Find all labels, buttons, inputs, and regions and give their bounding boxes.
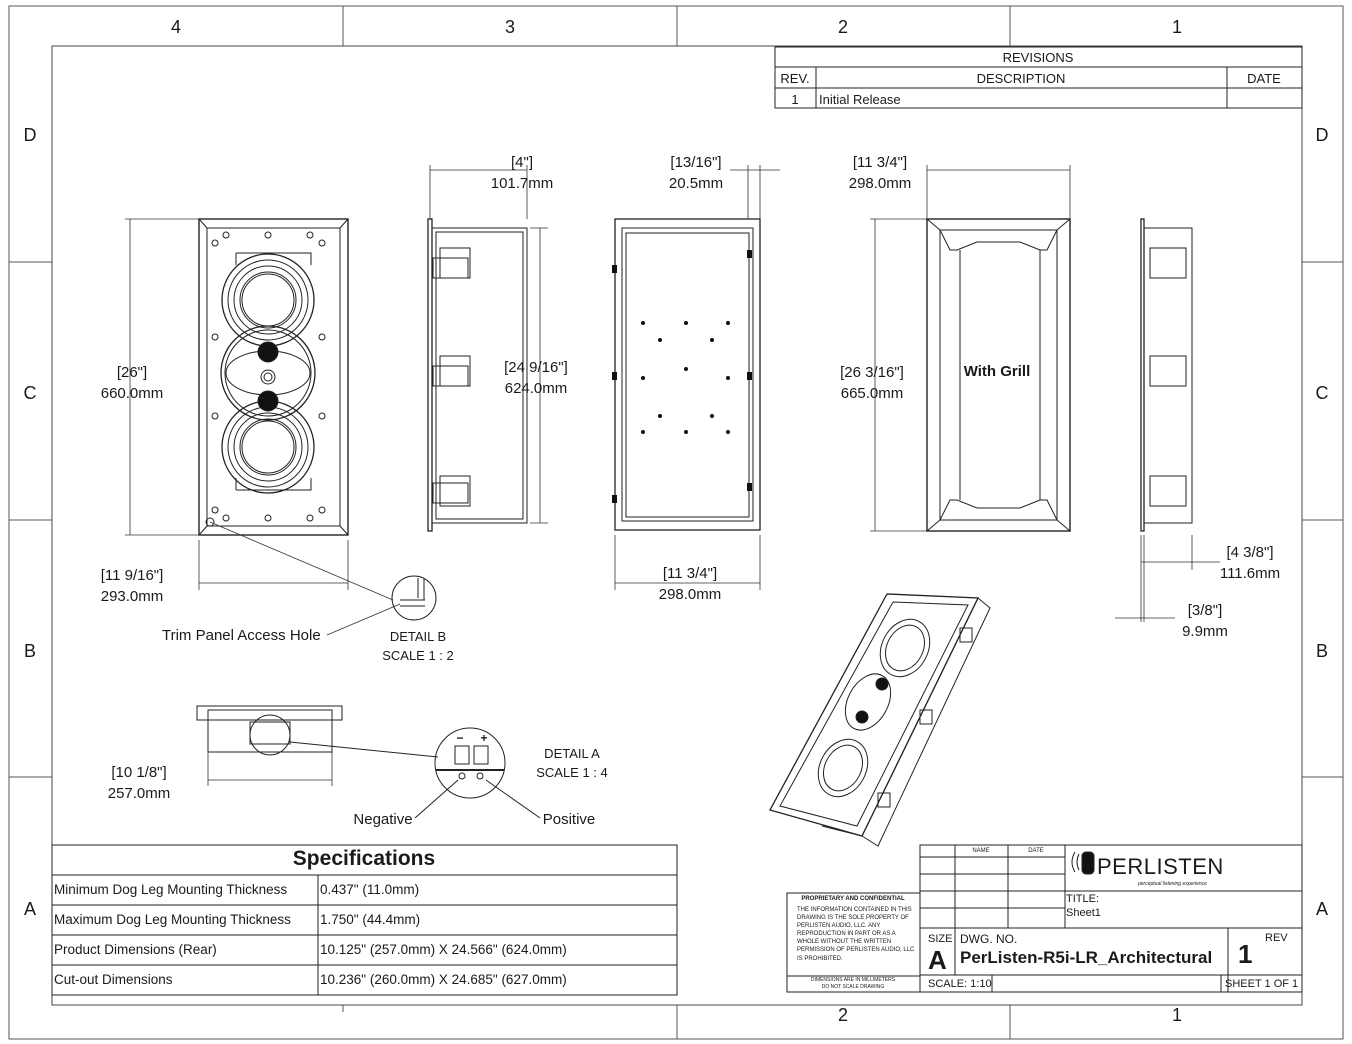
rev-value: 1	[1238, 939, 1253, 969]
revisions-title: REVISIONS	[1002, 50, 1074, 65]
detail-a-label: DETAIL A	[544, 746, 600, 761]
zone-label-right: A	[1315, 899, 1329, 919]
dimensions-note: DIMENSIONS ARE IN MILLIMETERS	[810, 977, 896, 983]
dim-width-front-imperial: [11 9/16"]	[100, 567, 164, 584]
dim-height-grill-metric: 665.0mm	[840, 385, 904, 402]
revisions-header-date: DATE	[1247, 71, 1281, 86]
zone-dividers	[9, 6, 1343, 1039]
sheet-value: SHEET 1 OF 1	[1225, 978, 1299, 990]
zone-label-bottom: 2	[837, 1005, 849, 1025]
isometric-view	[769, 593, 991, 847]
revisions-table-lines	[774, 46, 1303, 109]
zone-label-left: D	[23, 125, 37, 145]
name-header: NAME	[972, 848, 990, 854]
dim-side-depth-metric: 111.6mm	[1219, 565, 1281, 582]
detail-b-label: DETAIL B	[389, 629, 447, 644]
dim-bottom-width-imperial: [10 1/8"]	[111, 764, 167, 781]
detail-b-scale: SCALE 1 : 2	[382, 648, 454, 663]
perlisten-logo-mark	[1071, 851, 1095, 875]
logo-text: PERLISTEN	[1097, 854, 1224, 879]
plus-symbol: +	[480, 731, 488, 745]
spec-value: 1.750" (44.4mm)	[320, 912, 421, 927]
dim-depth-metric: 101.7mm	[490, 175, 554, 192]
dim-flange-metric: 20.5mm	[668, 175, 724, 192]
zone-label-right: C	[1315, 383, 1329, 403]
dim-flange-thickness-imperial: [3/8"]	[1187, 602, 1223, 619]
outer-border	[8, 5, 1344, 1040]
zone-label-top: 2	[837, 17, 849, 37]
dim-height-front-metric: 660.0mm	[100, 385, 164, 402]
logo-tagline: perceptual listening experience	[1138, 881, 1207, 887]
specifications-title: Specifications	[292, 847, 436, 870]
trim-panel-access-hole-label: Trim Panel Access Hole	[162, 627, 321, 644]
dim-height-front-imperial: [26"]	[116, 364, 148, 381]
zone-label-right: D	[1315, 125, 1329, 145]
dim-width-grill-metric: 298.0mm	[848, 175, 912, 192]
zone-label-left: C	[23, 383, 37, 403]
detail-a-scale: SCALE 1 : 4	[536, 765, 608, 780]
dim-side-depth-imperial: [4 3/8"]	[1226, 544, 1274, 561]
detail-b	[391, 575, 437, 621]
minus-symbol: −	[456, 731, 464, 745]
dwg-no-label: DWG. NO.	[960, 932, 1018, 946]
revision-row-rev: 1	[791, 92, 799, 107]
negative-label: Negative	[353, 811, 413, 828]
spec-value: 10.236" (260.0mm) X 24.685" (627.0mm)	[320, 972, 567, 987]
title-label: TITLE:	[1066, 893, 1100, 905]
dim-width-rear-imperial: [11 3/4"]	[662, 565, 718, 582]
spec-label: Maximum Dog Leg Mounting Thickness	[54, 912, 291, 927]
date-header: DATE	[1028, 848, 1044, 854]
dim-height-side-imperial: [24 9/16"]	[504, 359, 568, 376]
zone-label-top: 1	[1171, 17, 1183, 37]
revisions-header-rev: REV.	[780, 71, 810, 86]
positive-label: Positive	[542, 811, 596, 828]
spec-value: 0.437" (11.0mm)	[320, 882, 420, 897]
specifications-table-lines	[51, 844, 678, 996]
grill-view	[926, 218, 1071, 532]
zone-label-left: B	[23, 641, 37, 661]
zone-label-top: 4	[170, 17, 182, 37]
proprietary-text: THE INFORMATION CONTAINED IN THIS DRAWIN…	[797, 907, 915, 962]
detail-a	[414, 727, 541, 819]
dim-width-grill-imperial: [11 3/4"]	[852, 154, 908, 171]
front-view	[198, 218, 349, 536]
dimension-lines	[125, 165, 1220, 786]
dim-bottom-width-metric: 257.0mm	[107, 785, 171, 802]
zone-label-right: B	[1315, 641, 1329, 661]
scale-value: SCALE: 1:10	[928, 978, 992, 990]
dim-height-side-metric: 624.0mm	[504, 380, 568, 397]
spec-label: Minimum Dog Leg Mounting Thickness	[54, 882, 288, 897]
spec-value: 10.125" (257.0mm) X 24.566" (624.0mm)	[320, 942, 567, 957]
right-side-view	[1140, 218, 1193, 532]
title-block-lines	[786, 844, 1303, 993]
dim-flange-thickness-metric: 9.9mm	[1182, 623, 1228, 640]
with-grill-label: With Grill	[963, 363, 1031, 380]
dim-depth-imperial: [4"]	[510, 154, 534, 171]
dim-height-grill-imperial: [26 3/16"]	[840, 364, 904, 381]
scale-note: DO NOT SCALE DRAWING	[821, 984, 885, 990]
rear-view	[612, 218, 761, 531]
size-label: SIZE	[928, 933, 953, 945]
zone-label-top: 3	[504, 17, 516, 37]
dim-width-front-metric: 293.0mm	[100, 588, 164, 605]
spec-label: Product Dimensions (Rear)	[54, 942, 217, 957]
revisions-header-description: DESCRIPTION	[976, 71, 1066, 86]
zone-label-left: A	[23, 899, 37, 919]
dim-flange-imperial: [13/16"]	[670, 154, 722, 171]
spec-label: Cut-out Dimensions	[54, 972, 173, 987]
proprietary-title: PROPRIETARY AND CONFIDENTIAL	[801, 896, 905, 902]
dim-width-rear-metric: 298.0mm	[658, 586, 722, 603]
revision-row-description: Initial Release	[819, 92, 901, 107]
bottom-view	[196, 705, 439, 758]
rev-label: REV	[1265, 932, 1288, 944]
dwg-no-value: PerListen-R5i-LR_Architectural	[960, 948, 1213, 967]
size-value: A	[928, 945, 947, 975]
zone-label-bottom: 1	[1171, 1005, 1183, 1025]
title-value: Sheet1	[1066, 907, 1101, 919]
